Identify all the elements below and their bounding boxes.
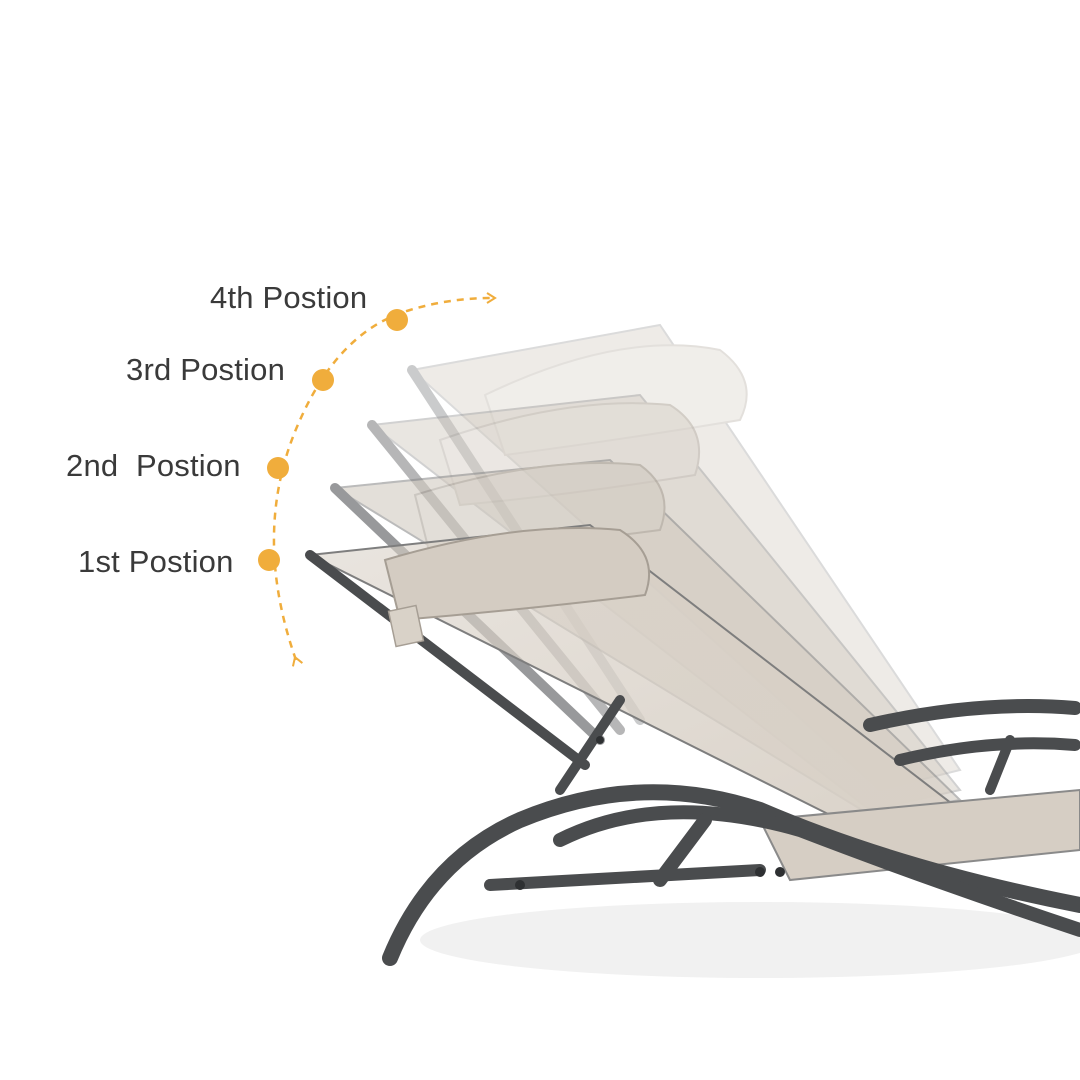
floor-shadow (420, 902, 1080, 978)
position-dot-icon (386, 309, 408, 331)
position-label-1st: 1st Postion (78, 544, 234, 579)
position-dot-icon (267, 457, 289, 479)
position-label-3rd: 3rd Postion (126, 352, 286, 387)
chair-frame (382, 695, 1080, 966)
seat-fabric (758, 788, 1080, 882)
position-dot-icon (258, 549, 280, 571)
position-label-2nd: 2nd Postion (66, 448, 241, 483)
position-dot-icon (312, 369, 334, 391)
position-label-4th: 4th Postion (210, 280, 368, 315)
frame-bolts (515, 736, 785, 890)
